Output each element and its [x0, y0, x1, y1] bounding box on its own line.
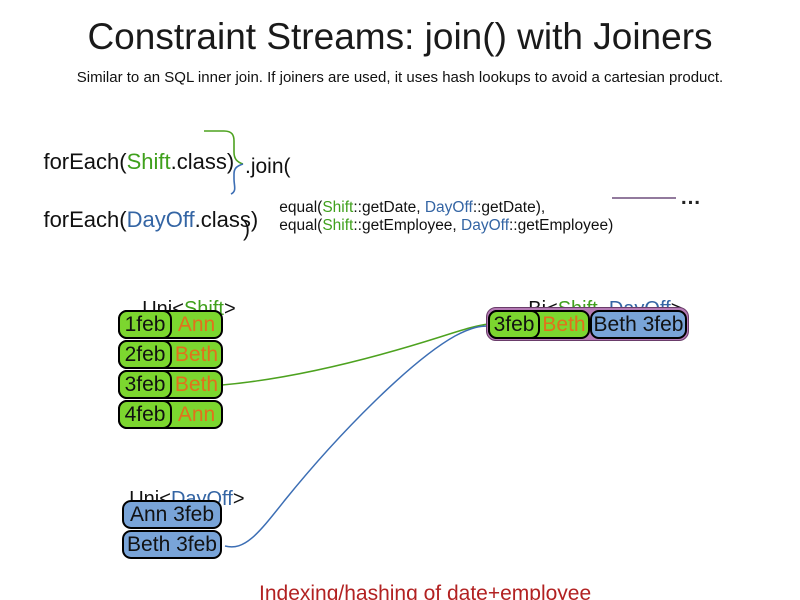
code-text: .class): [194, 207, 259, 232]
bi-dayoff-cell: Beth 3feb: [590, 310, 687, 339]
label-text: >: [223, 298, 236, 320]
table-row: Ann 3feb: [122, 500, 222, 529]
shift-to-bi-green-line: [221, 323, 490, 386]
code-text: equal(: [279, 199, 323, 216]
table-row: Beth 3feb: [122, 530, 222, 559]
dayoff-to-bi-blue-line: [224, 325, 490, 548]
annotation-note: Indexing/hashing of date+employee to sca…: [259, 529, 607, 600]
table-row: 3feb Beth: [118, 370, 223, 399]
more-joiners-ellipsis: …: [680, 186, 701, 209]
code-text: .class): [170, 149, 235, 174]
code-equal-date: equal(Shift::getDate, DayOff::getDate),: [262, 181, 545, 235]
date-cell: 2feb: [118, 340, 172, 369]
code-text: ::getDate),: [472, 199, 546, 216]
code-join-close: ): [243, 218, 250, 241]
table-row: 1feb Ann: [118, 310, 223, 339]
employee-cell: Beth: [542, 312, 586, 336]
code-text: ::getEmployee,: [353, 217, 462, 234]
code-join-open: .join(: [245, 155, 291, 178]
code-text: equal(: [279, 217, 323, 234]
code-text: ::getEmployee): [509, 217, 614, 234]
dayoff-class-token: DayOff: [461, 217, 509, 234]
date-cell: 3feb: [118, 370, 172, 399]
code-text: forEach(: [43, 149, 127, 174]
page-title: Constraint Streams: join() with Joiners: [87, 16, 713, 57]
date-cell: 4feb: [118, 400, 172, 429]
employee-cell: Ann: [177, 312, 216, 336]
code-text: ::getDate,: [353, 199, 425, 216]
shift-class-token: Shift: [322, 199, 354, 216]
dayoff-class-token: DayOff: [424, 199, 473, 216]
table-row: 4feb Ann: [118, 400, 223, 429]
table-row: 2feb Beth: [118, 340, 223, 369]
label-text: >: [232, 488, 245, 510]
code-equal-employee: equal(Shift::getEmployee, DayOff::getEmp…: [262, 199, 613, 253]
page-subtitle: Similar to an SQL inner join. If joiners…: [76, 69, 724, 86]
code-foreach-dayoff: forEach(DayOff.class): [19, 181, 258, 259]
employee-cell: Ann: [177, 402, 216, 426]
annotation-line: Indexing/hashing of date+employee: [259, 582, 592, 600]
date-cell: 3feb: [488, 310, 540, 339]
employee-cell: Beth: [174, 342, 219, 366]
shift-class-token: Shift: [126, 149, 171, 174]
shift-class-token: Shift: [322, 217, 354, 234]
employee-cell: Beth: [174, 372, 219, 396]
date-cell: 1feb: [118, 310, 172, 339]
code-text: forEach(: [43, 207, 127, 232]
dayoff-class-token: DayOff: [126, 207, 195, 232]
bi-shift-cell: 3feb Beth: [488, 310, 590, 339]
